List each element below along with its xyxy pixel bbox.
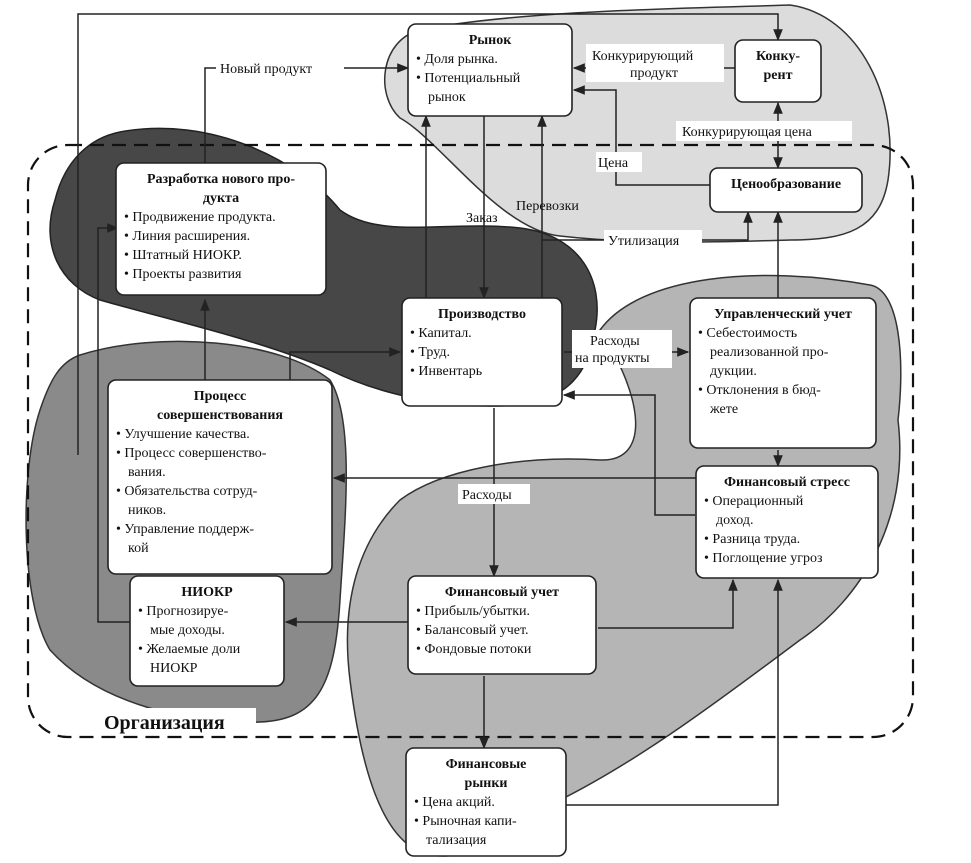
label-costs: Расходы [462,488,512,503]
fin-stress-item: • Операционный [704,494,804,509]
production-item: • Труд. [410,345,450,360]
production-item: • Инвентарь [410,364,482,379]
product-dev-item: • Проекты развития [124,267,242,282]
mgmt-accounting-item: • Отклонения в бюд- [698,383,821,398]
label-product-costs-1: Расходы [590,334,640,349]
fin-markets-item: • Рыночная капи- [414,814,517,829]
price-arrow [572,85,710,186]
label-disposal: Утилизация [608,234,680,249]
edge-labels: Новый продукт Конкурирующий продукт Конк… [216,44,852,504]
production-item: • Капитал. [410,326,472,341]
market-item: рынок [428,90,466,105]
label-competing-product-2: продукт [630,66,678,81]
improvement-item: • Обязательства сотруд- [116,484,258,499]
improvement-item: • Управление поддерж- [116,522,254,537]
competitor-frame [734,39,822,103]
product-dev-item: • Линия расширения. [124,229,250,244]
improvement-frame [107,379,333,575]
production-title: Производство [438,307,526,322]
fin-markets-title: Финансовые [446,757,527,772]
production-frame [401,297,563,407]
improvement-item: • Улучшение качества. [116,427,250,442]
fin-accounting-item: • Фондовые потоки [416,642,532,657]
label-transport: Перевозки [516,199,579,214]
mgmt-accounting-item: дукции. [710,364,757,379]
product-dev-title: Разработка нового про- [147,172,295,187]
fin-accounting-item: • Прибыль/убытки. [416,604,530,619]
fin-to-stress-arrow [598,578,738,629]
fin-stress-frame [695,465,879,579]
mgmt-accounting-title: Управленческий учет [714,307,852,322]
label-new-product: Новый продукт [220,62,312,77]
fin-markets-frame [405,747,567,857]
improvement-item: кой [128,541,149,556]
improvement-title: Процесс [194,389,247,404]
production-box: Производство • Капитал. • Труд. • Инвентарь [401,297,563,407]
label-competing-product-1: Конкурирующий [592,49,694,64]
improvement-box: Процесс совершенствования • Улучшение каче… [107,379,333,575]
product-dev-frame [115,162,327,296]
market-box: Рынок • Доля рынка. • Потенциальный рынок [407,23,573,117]
rnd-frame [129,575,285,687]
market-item: • Доля рынка. [416,52,498,67]
product-dev-item: • Продвижение продукта. [124,210,276,225]
competitor-title: рент [764,68,793,83]
pricing-title: Ценообразование [731,177,841,192]
markets-to-stress-arrow [566,578,783,806]
top-loop-line [77,13,783,455]
fin-accounting-title: Финансовый учет [445,585,559,600]
fin-stress-item: • Разница труда. [704,532,800,547]
fin-markets-item: • Цена акций. [414,795,495,810]
improvement-title: совершенствования [157,408,283,423]
rnd-item: • Прогнозируе- [138,604,229,619]
mgmt-accounting-frame [689,297,877,449]
competitor-title: Конку- [756,49,800,64]
fin-accounting-box: Финансовый учет • Прибыль/убытки. • Баланс… [407,575,597,675]
fin-accounting-frame [407,575,597,675]
product-dev-item: • Штатный НИОКР. [124,248,242,263]
market-frame [407,23,573,117]
organization-boundary [26,143,915,739]
rnd-box: НИОКР • Прогнозируе-мые доходы. • Желаемые… [129,575,285,687]
mgmt-accounting-item: реализованной про- [710,345,829,360]
rnd-item: НИОКР [150,661,198,676]
fin-stress-item: • Поглощение угроз [704,551,823,566]
rnd-item: мые доходы. [150,623,225,638]
market-title: Рынок [469,33,513,48]
label-product-costs-2: на продукты [575,351,650,366]
mgmt-accounting-box: Управленческий учет • Себестоимость реализ… [689,297,877,449]
label-competing-price: Конкурирующая цена [682,125,813,140]
improvement-to-production-arrow [289,347,402,380]
rnd-to-product-dev-arrow [97,223,130,623]
fin-markets-box: Финансовые рынки • Цена акций. • Рыночная к… [405,747,567,857]
fin-accounting-item: • Балансовый учет. [416,623,529,638]
fin-markets-title: рынки [465,776,508,791]
improvement-item: вания. [128,465,166,480]
pricing-frame [709,167,863,213]
rnd-item: • Желаемые доли [138,642,241,657]
label-order: Заказ [466,211,498,226]
product-dev-title: дукта [203,191,239,206]
fin-stress-box: Финансовый стресс • Операционный доход. • Р… [695,465,879,579]
stress-to-production-arrow [562,390,695,516]
pricing-box: Ценообразование [709,167,863,213]
mgmt-accounting-item: жете [709,402,738,417]
fin-stress-title: Финансовый стресс [724,475,850,490]
competitor-box: Конку-рент [734,39,822,103]
improvement-item: ников. [128,503,166,518]
product-dev-box: Разработка нового про-дукта • Продвижение… [115,162,327,296]
label-price: Цена [598,156,629,171]
mgmt-accounting-item: • Себестоимость [698,326,797,341]
market-item: • Потенциальный [416,71,521,86]
improvement-item: • Процесс совершенство- [116,446,267,461]
organization-label: Организация [104,712,225,734]
fin-stress-item: доход. [716,513,753,528]
rnd-title: НИОКР [181,585,233,600]
fin-markets-item: тализация [426,833,487,848]
